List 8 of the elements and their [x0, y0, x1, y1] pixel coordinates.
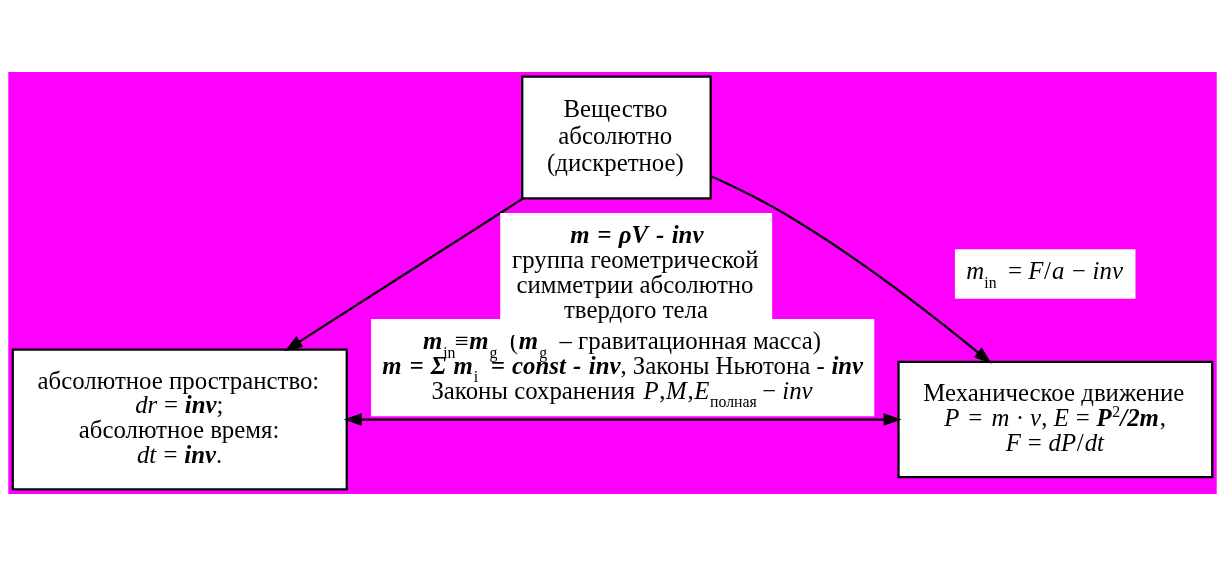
arrow	[710, 174, 992, 364]
arrow	[284, 197, 524, 351]
edge-label: m = ρV - inv группа геометрической симметрии абсолютно твердого тела	[512, 220, 759, 323]
arrow	[343, 412, 902, 426]
node-box: абсолютное пространство: dr = inv; абсолютное время: dt = inv.	[11, 347, 348, 491]
edge-label: m$_{in}$ = F/a − inv	[966, 256, 1123, 291]
node-box: Механическое движение P = m · v, E = P$^{2}$/2m, F = dP/dt	[897, 360, 1214, 478]
node-box: Вещество абсолютно (дискретное)	[521, 74, 712, 199]
